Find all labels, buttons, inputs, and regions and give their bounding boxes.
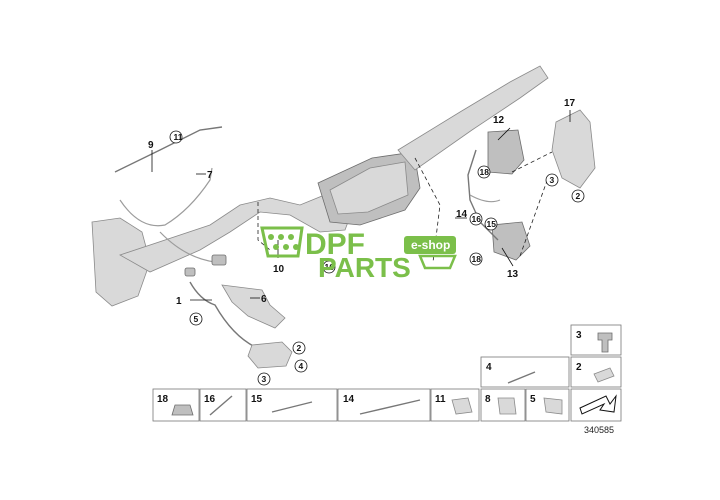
circle-callout-4: 4 [294,359,308,373]
rear-pipe [397,65,549,171]
svg-text:2: 2 [576,362,582,373]
callout-6: 6 [261,294,267,305]
circle-callout-3-right: 3 [545,173,559,187]
svg-text:2: 2 [297,343,302,353]
circle-callout-8: 11 [169,130,183,144]
cable-tie-15-icon [271,401,313,413]
cable-tie-14-icon [359,399,421,415]
eshop-badge-text: e-shop [411,238,450,252]
circle-callout-3-left: 3 [257,372,271,386]
sensor-cable-7 [119,167,213,227]
cell-18: 18 [157,394,194,416]
watermark-parts: PARTS [318,252,411,283]
svg-text:16: 16 [472,214,482,224]
left-wiring [114,126,293,369]
circle-callout-5: 5 [189,312,203,326]
circle-callout-16-top: 18 [477,165,491,179]
callout-7: 7 [207,170,213,181]
sensor-housing-4 [247,341,293,369]
cell-2: 2 [576,362,615,383]
cell-16: 16 [204,394,233,416]
circle-callout-15: 15 [484,217,498,231]
callout-17: 17 [564,98,576,109]
circle-callout-18: 18 [469,252,483,266]
svg-text:3: 3 [550,175,555,185]
svg-text:3: 3 [576,330,582,341]
bracket-17 [551,109,596,189]
converter-face [329,161,409,215]
dashed-line-d [257,202,271,251]
callout-10: 10 [273,264,285,275]
cell-11: 11 [435,394,473,415]
exhaust-pipe-artwork [91,65,549,307]
circle-callout-2-right: 2 [571,189,585,203]
cell-14: 14 [343,394,421,415]
cell-5: 5 [530,394,563,415]
svg-text:16: 16 [204,394,216,405]
bracket-9 [114,126,223,173]
circle-callout-11: 16 [322,260,336,274]
callout-9: 9 [148,140,154,151]
clip-8-icon [497,397,517,415]
svg-text:3: 3 [262,374,267,384]
cable-tie-icon [507,371,536,384]
cell-15: 15 [251,394,313,413]
svg-text:4: 4 [299,361,304,371]
callout-1: 1 [176,296,182,307]
sensor-cable-14 [467,149,499,241]
grommet-icon [209,395,233,416]
diagram-reference-number: 340585 [584,425,614,435]
cell-4: 4 [486,362,536,384]
svg-text:18: 18 [480,167,490,177]
bracket-6 [221,284,286,329]
svg-text:16: 16 [325,262,335,272]
svg-text:14: 14 [343,394,355,405]
svg-text:8: 8 [485,394,491,405]
engine-block-outline [91,217,151,307]
svg-text:11: 11 [435,394,446,405]
svg-text:18: 18 [472,254,482,264]
svg-text:11: 11 [174,132,183,142]
svg-text:5: 5 [194,314,199,324]
leader-lines [151,110,571,301]
svg-text:18: 18 [157,394,169,405]
parts-grid: 3 4 2 18 16 15 14 [152,324,622,422]
callout-numbers: 9 7 1 6 10 12 13 17 14 4 [148,98,576,369]
callout-13: 13 [507,269,519,280]
arrow-icon [579,394,617,415]
sensor-cable-1 [189,281,263,351]
nut-icon [171,404,194,416]
svg-text:2: 2 [576,191,581,201]
dashed-line-b [511,151,553,173]
cart-icon [260,226,304,258]
cell-3: 3 [576,330,613,353]
sensor-cable [159,231,216,263]
clip-11-icon [451,397,473,415]
dpf-parts-watermark: DPF PARTS e-shop [260,226,457,283]
cell-8: 8 [485,394,517,415]
connector-a [211,254,227,266]
svg-text:15: 15 [487,219,497,229]
arrow-cell [579,394,617,415]
right-sensors [257,109,596,263]
callout-14: 14 [456,209,468,220]
svg-text:4: 4 [486,362,492,373]
svg-text:5: 5 [530,394,536,405]
svg-text:15: 15 [251,394,263,405]
cart-basket [418,254,457,270]
sensor-unit-13 [491,221,531,261]
clip-5-icon [543,397,563,415]
circle-callout-16-mid: 16 [469,212,483,226]
clip-icon [593,367,615,383]
sensor-cable-15 [469,194,501,203]
connector-b [184,267,196,277]
bolt-icon [597,332,613,353]
circled-callouts: 11 5 2 4 3 16 18 16 [169,130,585,386]
eshop-badge [404,236,456,254]
watermark-dpf: DPF [305,228,365,261]
circle-callout-2-left: 2 [292,341,306,355]
callout-12: 12 [493,115,505,126]
sensor-unit-12 [487,129,525,175]
